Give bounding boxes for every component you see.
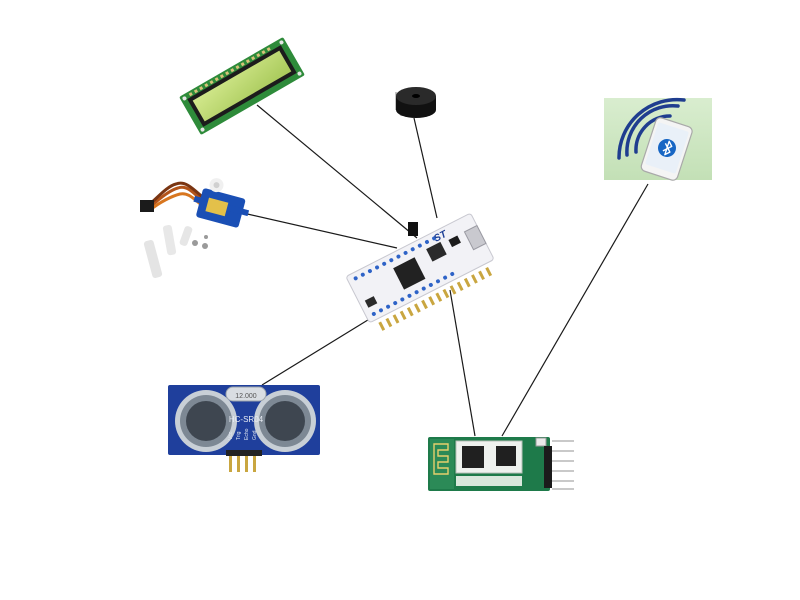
pin-label-echo: Echo [244,428,250,440]
nucleo-board: ST [346,213,494,331]
bluetooth-module [428,437,574,491]
board-jumper [408,222,418,236]
bluetooth-icon [658,139,676,157]
lcd-module [179,37,305,135]
pin-label-trig: Trig [236,431,242,440]
connection-bluetooth-board [449,289,476,437]
connection-ultrasonic-board [261,314,377,386]
connection-phone-bluetooth [501,183,649,437]
smartphone [604,97,712,181]
connection-lcd-board [256,104,418,239]
connection-servo-board [242,212,398,249]
servo-motor [140,178,250,278]
sensor-label: HC-SR04 [229,415,264,424]
ultrasonic-sensor: 12.000 HC-SR04 Vcc Trig Echo Gnd [168,385,320,472]
buzzer [395,87,436,118]
connection-buzzer-board [413,117,438,219]
connections [242,104,649,437]
crystal-label: 12.000 [235,393,257,400]
pin-label-gnd: Gnd [252,430,258,440]
pin-label-vcc: Vcc [228,431,234,440]
